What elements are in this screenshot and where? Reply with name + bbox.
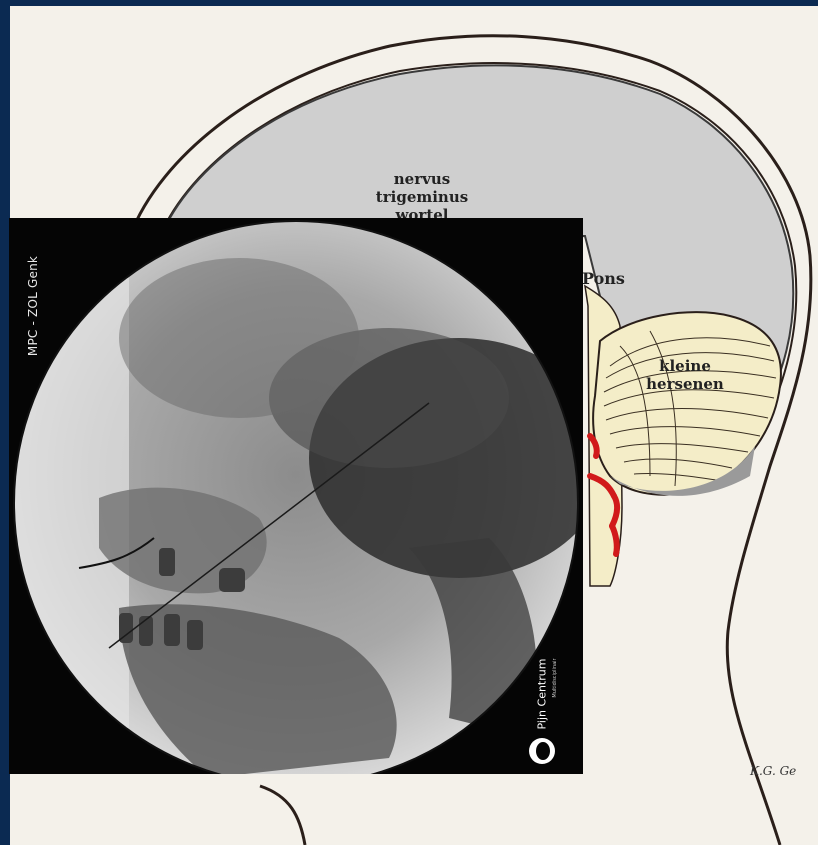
side-caption: MPC - ZOL Genk [18,236,48,376]
xray-drawing [9,218,583,774]
artist-signature: K.G. Ge [750,764,796,778]
cerebellum [593,312,781,495]
pijncentrum-logo: Multidisciplinair Pijn Centrum [527,656,561,766]
label-line-nervus: nervus [352,170,492,188]
logo-tagline: Multidisciplinair [552,658,558,697]
logo-name: Pijn Centrum [536,659,549,730]
logo-crescent-icon [529,738,555,764]
side-caption-text: MPC - ZOL Genk [26,256,40,356]
neck-outline [260,786,305,845]
label-line-hersenen: hersenen [626,375,744,393]
label-line-trigeminus: trigeminus [352,188,492,206]
label-pons: Pons [582,270,625,288]
label-kleine-hersenen: kleine hersenen [626,357,744,393]
label-line-kleine: kleine [626,357,744,375]
fluoroscopy-image: MPC - ZOL Genk Multidisciplinair Pijn Ce… [9,218,583,774]
label-nervus-trigeminus: nervus trigeminus wortel [352,170,492,224]
